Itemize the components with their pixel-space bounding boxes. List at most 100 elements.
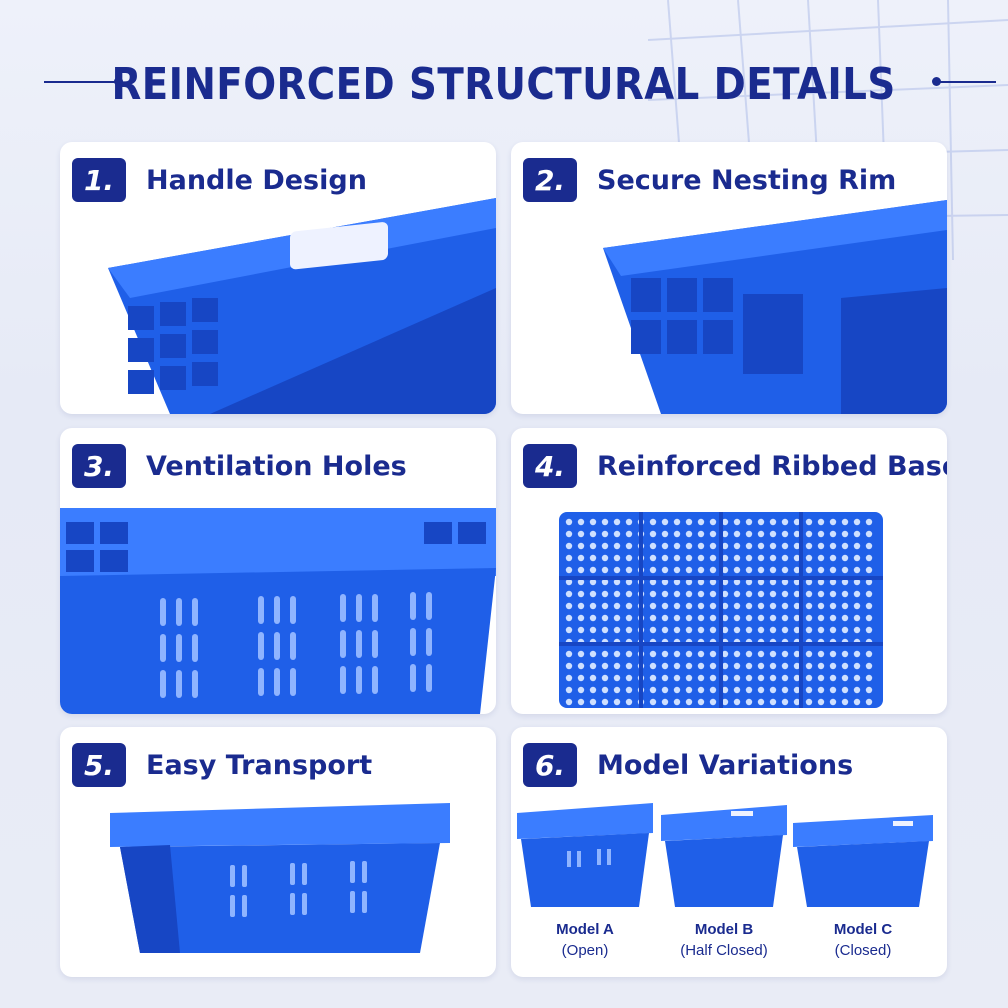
base-perforation [685, 578, 693, 586]
base-perforation [745, 530, 753, 538]
base-perforation [649, 554, 657, 562]
base-perforation [793, 650, 801, 658]
base-perforation [721, 674, 729, 682]
base-perforation [565, 578, 573, 586]
base-perforation [697, 626, 705, 634]
base-perforation [565, 698, 573, 706]
base-perforation [565, 542, 573, 550]
base-perforation [817, 566, 825, 574]
base-perforation [565, 590, 573, 598]
card-title: Ventilation Holes [146, 450, 407, 482]
base-perforation [589, 566, 597, 574]
base-perforation [601, 602, 609, 610]
base-perforation [565, 626, 573, 634]
base-perforation [673, 674, 681, 682]
base-perforation [589, 602, 597, 610]
base-perforation [781, 686, 789, 694]
base-perforation [853, 578, 861, 586]
page-header: REINFORCED STRUCTURAL DETAILS [0, 52, 1008, 116]
base-perforation [769, 602, 777, 610]
model-b-name: Model B [694, 921, 754, 938]
base-perforation [781, 650, 789, 658]
base-perforation [817, 662, 825, 670]
base-perforation [853, 626, 861, 634]
base-perforation [709, 626, 717, 634]
base-perforation [781, 662, 789, 670]
base-perforation [841, 578, 849, 586]
model-c-name: Model C [833, 921, 893, 938]
base-perforation [865, 626, 873, 634]
base-perforation [565, 614, 573, 622]
base-perforation [625, 530, 633, 538]
base-perforation [613, 578, 621, 586]
base-perforation [601, 590, 609, 598]
base-perforation [757, 554, 765, 562]
base-perforation [865, 614, 873, 622]
base-perforation [709, 542, 717, 550]
base-perforation [565, 602, 573, 610]
base-perforation [757, 686, 765, 694]
base-perforation [721, 614, 729, 622]
base-perforation [709, 662, 717, 670]
base-perforation [745, 662, 753, 670]
base-perforation [733, 650, 741, 658]
base-perforation [757, 698, 765, 706]
base-perforation [601, 626, 609, 634]
base-perforation [577, 698, 585, 706]
base-perforation [841, 554, 849, 562]
base-perforation [805, 674, 813, 682]
card-number-badge: 3. [72, 444, 126, 488]
base-perforation [613, 590, 621, 598]
base-perforation [769, 662, 777, 670]
base-perforation [697, 530, 705, 538]
base-perforation [769, 674, 777, 682]
base-perforation [589, 662, 597, 670]
base-perforation [661, 602, 669, 610]
base-perforation [829, 686, 837, 694]
base-perforation [673, 602, 681, 610]
base-perforation [649, 686, 657, 694]
base-perforation [793, 686, 801, 694]
base-perforation [565, 554, 573, 562]
base-perforation [853, 590, 861, 598]
base-perforation [769, 650, 777, 658]
base-perforation [601, 530, 609, 538]
base-perforation [589, 530, 597, 538]
base-perforation [601, 674, 609, 682]
model-b-crate-image [661, 805, 787, 907]
base-perforation [865, 530, 873, 538]
base-perforation [781, 602, 789, 610]
base-perforation [733, 602, 741, 610]
base-perforation [829, 662, 837, 670]
base-perforation [853, 602, 861, 610]
base-perforation [601, 554, 609, 562]
base-perforation [721, 554, 729, 562]
base-perforation [745, 626, 753, 634]
base-perforation [805, 518, 813, 526]
base-perforation [649, 602, 657, 610]
base-perforation [793, 698, 801, 706]
base-perforation [661, 650, 669, 658]
base-perforation [781, 590, 789, 598]
base-perforation [649, 542, 657, 550]
base-perforation [757, 518, 765, 526]
base-perforation [757, 614, 765, 622]
base-perforation [817, 698, 825, 706]
base-perforation [577, 626, 585, 634]
base-perforation [745, 674, 753, 682]
base-perforation [757, 626, 765, 634]
base-perforation [805, 542, 813, 550]
base-perforation [841, 650, 849, 658]
handle-design-photo [108, 198, 496, 414]
base-perforation [781, 578, 789, 586]
model-a-name: Model A [556, 921, 614, 938]
base-perforation [577, 566, 585, 574]
model-a-variant: (Open) [561, 942, 609, 959]
base-perforation [829, 578, 837, 586]
base-perforation [661, 674, 669, 682]
base-perforation [697, 650, 705, 658]
base-perforation [685, 650, 693, 658]
base-perforation [781, 566, 789, 574]
base-perforation [613, 602, 621, 610]
base-perforation [793, 518, 801, 526]
